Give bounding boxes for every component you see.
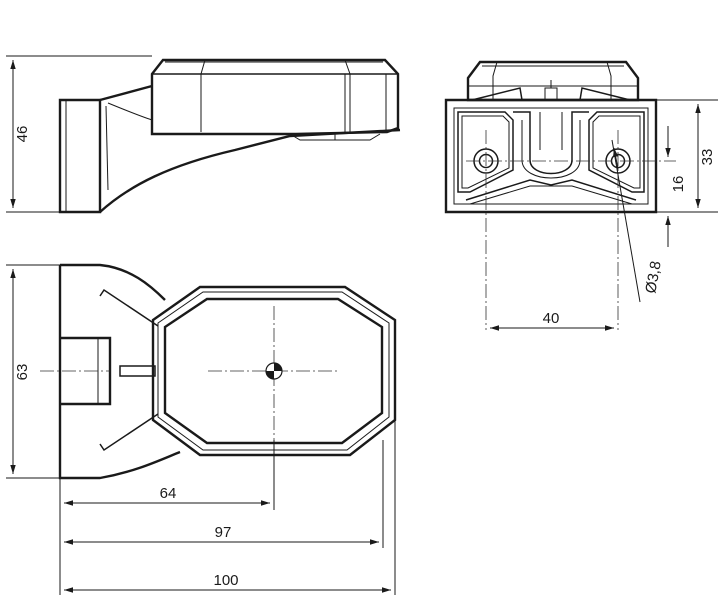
dim-63-label: 63 [14, 364, 31, 381]
dim-100-label: 100 [213, 572, 238, 589]
front-right-pocket-inner [592, 115, 641, 189]
side-lamp-housing [150, 58, 400, 136]
top-rib-center [119, 365, 156, 377]
side-lamp-seam-left [200, 59, 206, 132]
front-base-plate [444, 98, 658, 214]
side-arm-bottom [99, 128, 401, 213]
front-rib-right [579, 87, 631, 101]
front-right-pocket [588, 111, 645, 193]
top-view: 63 64 97 100 [6, 263, 397, 595]
side-arm-top [99, 84, 153, 102]
front-center-boss [513, 111, 589, 175]
top-lamp-inner [163, 297, 384, 445]
dim-dia-leader [611, 139, 641, 303]
dim-97-label: 97 [215, 524, 232, 541]
front-connector [544, 87, 558, 100]
side-view: 46 [6, 55, 401, 214]
dim-64-label: 64 [160, 485, 177, 502]
top-lamp-outer [151, 285, 397, 457]
front-lamp-seam-right [606, 61, 612, 100]
side-arm-line [107, 102, 153, 121]
dim-40-label: 40 [543, 310, 560, 327]
front-left-pocket-inner [461, 115, 510, 189]
front-lamp-seam-left [492, 61, 498, 100]
dim-16-label: 16 [670, 176, 687, 193]
top-plate-lower [58, 265, 181, 480]
side-arm-inner [105, 105, 109, 191]
top-plate-upper [60, 263, 166, 301]
top-rib-lower [99, 413, 159, 452]
center-mark-icon [265, 362, 283, 380]
dim-dia-label: Ø3,8 [642, 260, 664, 295]
top-rib-upper [99, 288, 159, 327]
top-lamp-outer-2 [157, 291, 390, 451]
dim-46-label: 46 [14, 126, 31, 143]
front-view: 33 16 40 Ø3,8 [444, 60, 718, 331]
dim-33-label: 33 [699, 149, 716, 166]
front-base-inner [453, 107, 649, 205]
front-rib-left [471, 87, 523, 101]
front-bottom-rib [465, 179, 637, 201]
dim-dia-arrow [613, 147, 619, 170]
side-lamp-seam-right [344, 59, 351, 132]
front-left-pocket [457, 111, 514, 193]
front-center-boss-outer [521, 120, 581, 179]
front-bottom-rib-2 [469, 185, 633, 205]
